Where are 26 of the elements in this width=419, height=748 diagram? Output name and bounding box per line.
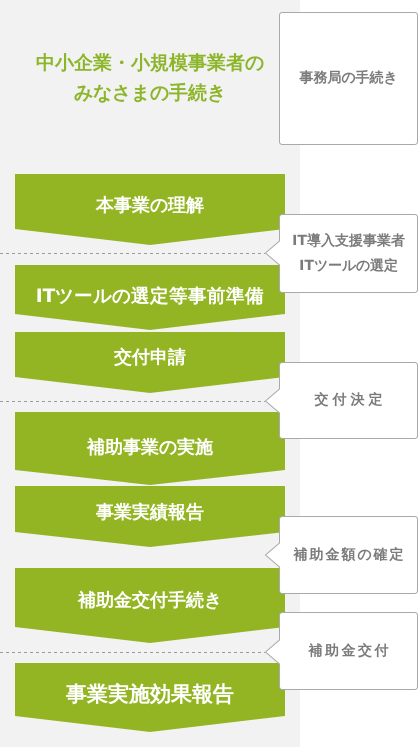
process-box — [15, 568, 285, 643]
callout-text: 補助金交付 — [307, 642, 391, 660]
callout-box — [265, 214, 418, 293]
callout-text: 補助金額の確定 — [292, 546, 406, 564]
callout-text: IT導入支援事業者 — [292, 232, 405, 250]
header-box — [279, 12, 418, 145]
step-label: 事業実績報告 — [95, 501, 205, 525]
callout-box — [265, 362, 418, 439]
header-label: 事務局の手続き — [300, 69, 398, 88]
process-box — [15, 412, 285, 485]
process-box — [15, 486, 285, 547]
process-box — [15, 174, 285, 245]
step-label: 交付申請 — [113, 346, 187, 370]
callout-box — [265, 612, 418, 690]
process-box — [15, 265, 285, 330]
step-label: 本事業の理解 — [94, 194, 205, 218]
process-box — [15, 663, 285, 732]
process-box — [15, 332, 285, 393]
callout-text: ITツールの選定 — [299, 256, 398, 276]
callout-text: 交付決定 — [314, 390, 386, 410]
step-label: 事業実施効果報告 — [65, 681, 235, 708]
step-label: ITツールの選定等事前準備 — [34, 284, 266, 308]
step-label: 補助金交付手続き — [76, 589, 223, 613]
lane-title: 中小企業・小規模事業者のみなさまの手続き — [35, 51, 265, 106]
step-label: 補助事業の実施 — [86, 436, 214, 460]
callout-box — [265, 516, 418, 594]
